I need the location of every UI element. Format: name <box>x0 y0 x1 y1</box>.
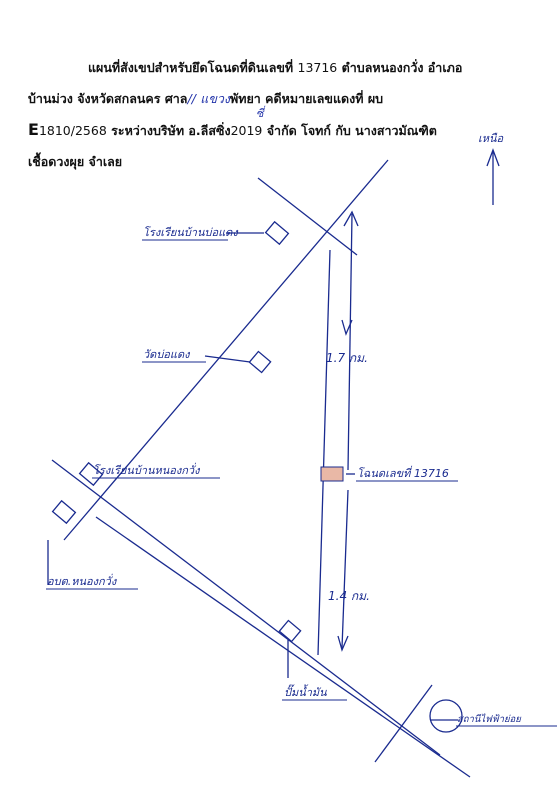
header-text: พัทยา คดีหมายเลขแดงที่ ผบ <box>230 91 384 106</box>
header-line-4: เชื้อดวงผุย จำเลย <box>28 146 533 177</box>
temple-leader <box>204 355 251 363</box>
court-handwritten-mark: // <box>187 91 196 106</box>
header-text: เชื้อดวงผุย จำเลย <box>28 154 123 169</box>
top-crossing-road <box>257 177 358 256</box>
distance-line-lower <box>341 489 349 649</box>
header-line-1: แผนที่สังเขปสำหรับยึดโฉนดที่ดินเลขที่ 13… <box>28 52 533 83</box>
label-deed-plot: โฉนดเลขที่ 13716 <box>357 465 449 480</box>
label-sao: อบต.หนองกวั่ง <box>47 573 118 588</box>
header-text: ตำบลหนองกวั่ง อำเภอ <box>341 60 463 75</box>
case-prefix: E <box>28 120 39 139</box>
header-line-3: E1810/2568 ระหว่างบริษัท อ.ลีสซิ่ง2019 จ… <box>28 107 533 146</box>
power-station-marker <box>429 699 463 733</box>
sao-marker <box>51 499 77 525</box>
distance-arrow-mid <box>341 319 353 336</box>
deed-plot <box>320 466 344 482</box>
school-1-marker <box>264 220 290 246</box>
gas-station-marker <box>278 619 302 643</box>
header-text: แผนที่สังเขปสำหรับยึดโฉนดที่ดินเลขที่ <box>88 60 294 75</box>
header-line-2: บ้านม่วง จังหวัดสกลนคร ศาล// แขวงพัทยา ค… <box>28 83 533 114</box>
label-school-1: โรงเรียนบ้านบ่อแดง <box>143 226 239 239</box>
temple-marker <box>248 350 272 374</box>
label-power-station: สถานีไฟฟ้าย่อย <box>457 713 522 725</box>
label-gas-station: ปั๊มน้ำมัน <box>284 684 327 699</box>
label-school-2: โรงเรียนบ้านหนองกวั่ง <box>93 462 201 477</box>
highway-edge <box>95 516 471 778</box>
label-temple: วัดบ่อแดง <box>143 348 191 361</box>
header-text: ระหว่างบริษัท อ.ลีสซิ่ง <box>111 123 231 138</box>
distance-line-upper <box>347 213 353 471</box>
distance-arrow-top <box>343 210 359 227</box>
distance-lower: 1.4 กม. <box>328 589 370 603</box>
vertical-road <box>317 249 331 656</box>
school-2-marker <box>78 461 104 487</box>
handwritten-note: ซี่ <box>256 107 264 120</box>
header-text: บ้านม่วง จังหวัดสกลนคร ศาล <box>28 91 188 106</box>
distance-upper: 1.7 กม. <box>326 351 368 365</box>
deed-number: 13716 <box>297 60 338 75</box>
header-text: จำกัด โจทก์ กับ นางสาวมัณฑิต <box>266 123 437 138</box>
north-arrow-head <box>486 148 500 167</box>
map-header: แผนที่สังเขปสำหรับยึดโฉนดที่ดินเลขที่ 13… <box>28 52 533 177</box>
distance-arrow-bottom <box>337 635 349 652</box>
court-handwritten-word: แขวง <box>200 91 230 106</box>
main-road <box>63 159 389 541</box>
year-text: 2019 <box>230 123 263 138</box>
north-label: เหนือ <box>478 132 504 145</box>
lower-cross-road <box>374 684 433 763</box>
highway <box>51 459 441 756</box>
case-number: 1810/2568 <box>38 123 107 138</box>
